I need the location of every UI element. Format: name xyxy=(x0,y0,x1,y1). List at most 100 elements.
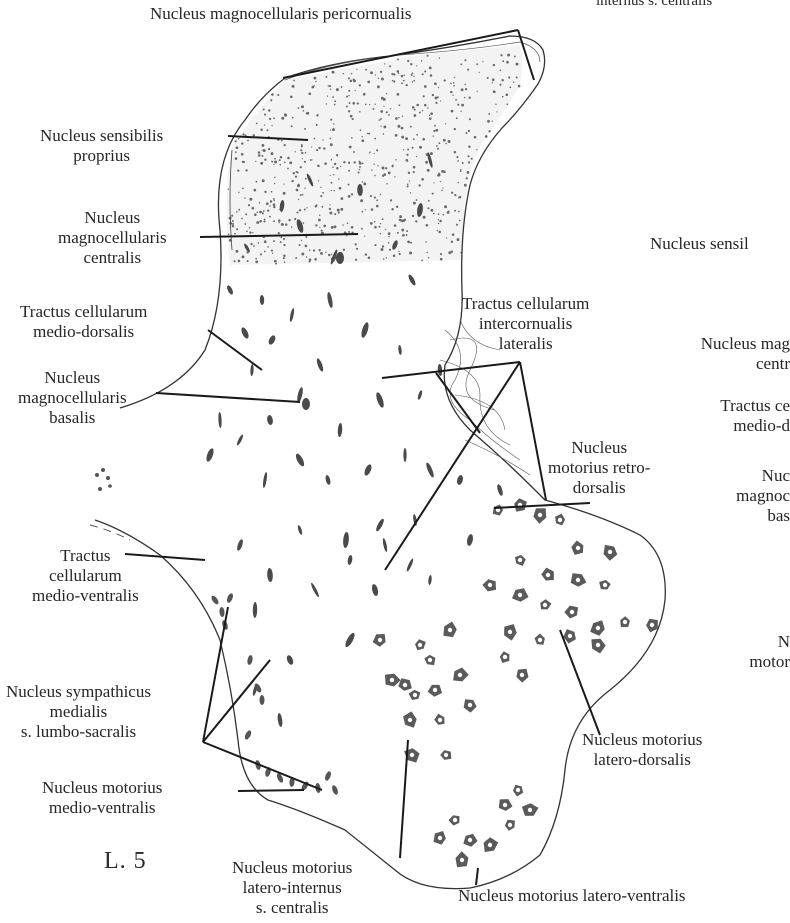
stipple-dot xyxy=(256,181,258,183)
stipple-dot xyxy=(369,152,370,153)
stipple-dot xyxy=(454,128,456,130)
small-cell xyxy=(250,364,254,376)
stipple-dot xyxy=(263,220,265,222)
stipple-dot xyxy=(284,162,286,164)
stipple-dot xyxy=(349,146,352,149)
stipple-dot xyxy=(332,166,334,168)
stipple-dot xyxy=(326,103,327,104)
stipple-dot xyxy=(422,138,425,141)
stipple-dot xyxy=(456,224,458,226)
label-line: medio-ventralis xyxy=(32,586,139,606)
stipple-dot xyxy=(351,226,354,229)
stipple-dot xyxy=(284,144,286,146)
stipple-dot xyxy=(262,149,263,150)
stipple-dot xyxy=(487,120,490,123)
stipple-dot xyxy=(362,136,363,137)
stipple-dot xyxy=(464,84,466,86)
stipple-dot xyxy=(516,63,519,66)
motor-cell xyxy=(443,622,456,638)
stipple-dot xyxy=(331,159,333,161)
stipple-dot xyxy=(332,128,335,131)
stipple-dot xyxy=(236,146,239,149)
stipple-dot xyxy=(391,73,393,75)
motor-cell xyxy=(499,799,513,811)
label-line: Nucleus motorius xyxy=(582,730,702,750)
stipple-dot xyxy=(300,194,302,196)
stipple-dot xyxy=(324,162,327,165)
stipple-dot xyxy=(241,218,243,220)
motor-cell xyxy=(424,655,435,665)
stipple-dot xyxy=(440,253,442,255)
stipple-dot xyxy=(482,61,483,62)
stipple-dot xyxy=(330,119,332,121)
stipple-dot xyxy=(283,254,285,256)
stipple-dot xyxy=(316,124,318,126)
stipple-dot xyxy=(255,261,258,264)
stipple-dot xyxy=(274,158,276,160)
stipple-dot xyxy=(499,84,501,86)
stipple-dot xyxy=(430,112,433,115)
stipple-dot xyxy=(340,166,341,167)
stipple-dot xyxy=(442,214,444,216)
stipple-dot xyxy=(320,252,323,255)
stipple-dot xyxy=(330,175,331,176)
stipple-dot xyxy=(272,253,273,254)
stipple-dot xyxy=(244,197,246,199)
small-cell xyxy=(325,475,332,486)
stipple-dot xyxy=(386,257,387,258)
label-magno-centralis: Nucleus magnocellularis centralis xyxy=(58,208,167,268)
stipple-dot xyxy=(442,187,443,188)
stipple-dot xyxy=(419,146,422,149)
label-right-tractus: Tractus ce medio-d xyxy=(690,396,790,436)
stipple-dot xyxy=(421,260,423,262)
stipple-dot xyxy=(350,80,353,83)
stipple-dot xyxy=(287,168,289,170)
stipple-dot xyxy=(257,211,259,213)
stipple-dot xyxy=(422,73,424,75)
label-line: Nucleus motorius latero-ventralis xyxy=(458,886,686,906)
stipple-dot xyxy=(264,114,266,116)
stipple-dot xyxy=(456,156,458,158)
stipple-dot xyxy=(289,161,292,164)
stipple-dot xyxy=(413,80,415,82)
stipple-dot xyxy=(407,185,409,187)
stipple-dot xyxy=(301,253,304,256)
stipple-dot xyxy=(355,90,356,91)
stipple-dot xyxy=(385,229,386,230)
label-sensibilis-proprius: Nucleus sensibilis proprius xyxy=(40,126,163,166)
small-cell xyxy=(428,575,432,585)
stipple-dot xyxy=(513,82,514,83)
stipple-dot xyxy=(351,73,353,75)
stipple-dot xyxy=(492,82,493,83)
stipple-dot xyxy=(401,75,404,78)
stipple-dot xyxy=(413,138,415,140)
label-line: medio-dorsalis xyxy=(20,322,147,342)
stipple-dot xyxy=(421,178,424,181)
stipple-dot xyxy=(336,167,338,169)
motor-cell xyxy=(434,831,446,845)
stipple-dot xyxy=(392,80,394,82)
label-line: medialis xyxy=(6,702,151,722)
stipple-dot xyxy=(386,183,388,185)
motor-cell xyxy=(516,669,528,683)
stipple-dot xyxy=(405,159,408,162)
stipple-dot xyxy=(314,258,317,261)
stipple-dot xyxy=(471,158,473,160)
stipple-dot xyxy=(331,226,334,229)
motor-cell xyxy=(535,634,545,645)
motor-cell xyxy=(514,498,527,511)
motor-cell xyxy=(484,837,499,852)
stipple-dot xyxy=(279,159,281,161)
stipple-dot xyxy=(285,223,287,225)
stipple-dot xyxy=(246,230,248,232)
stipple-dot xyxy=(320,187,321,188)
stipple-dot xyxy=(380,71,382,73)
stipple-dot xyxy=(354,161,356,163)
stipple-dot xyxy=(468,162,469,163)
stipple-dot xyxy=(258,242,260,244)
stipple-dot xyxy=(328,254,331,257)
stipple-dot xyxy=(413,166,416,169)
stipple-dot xyxy=(466,177,468,179)
stipple-dot xyxy=(474,136,477,139)
stipple-dot xyxy=(390,108,391,109)
